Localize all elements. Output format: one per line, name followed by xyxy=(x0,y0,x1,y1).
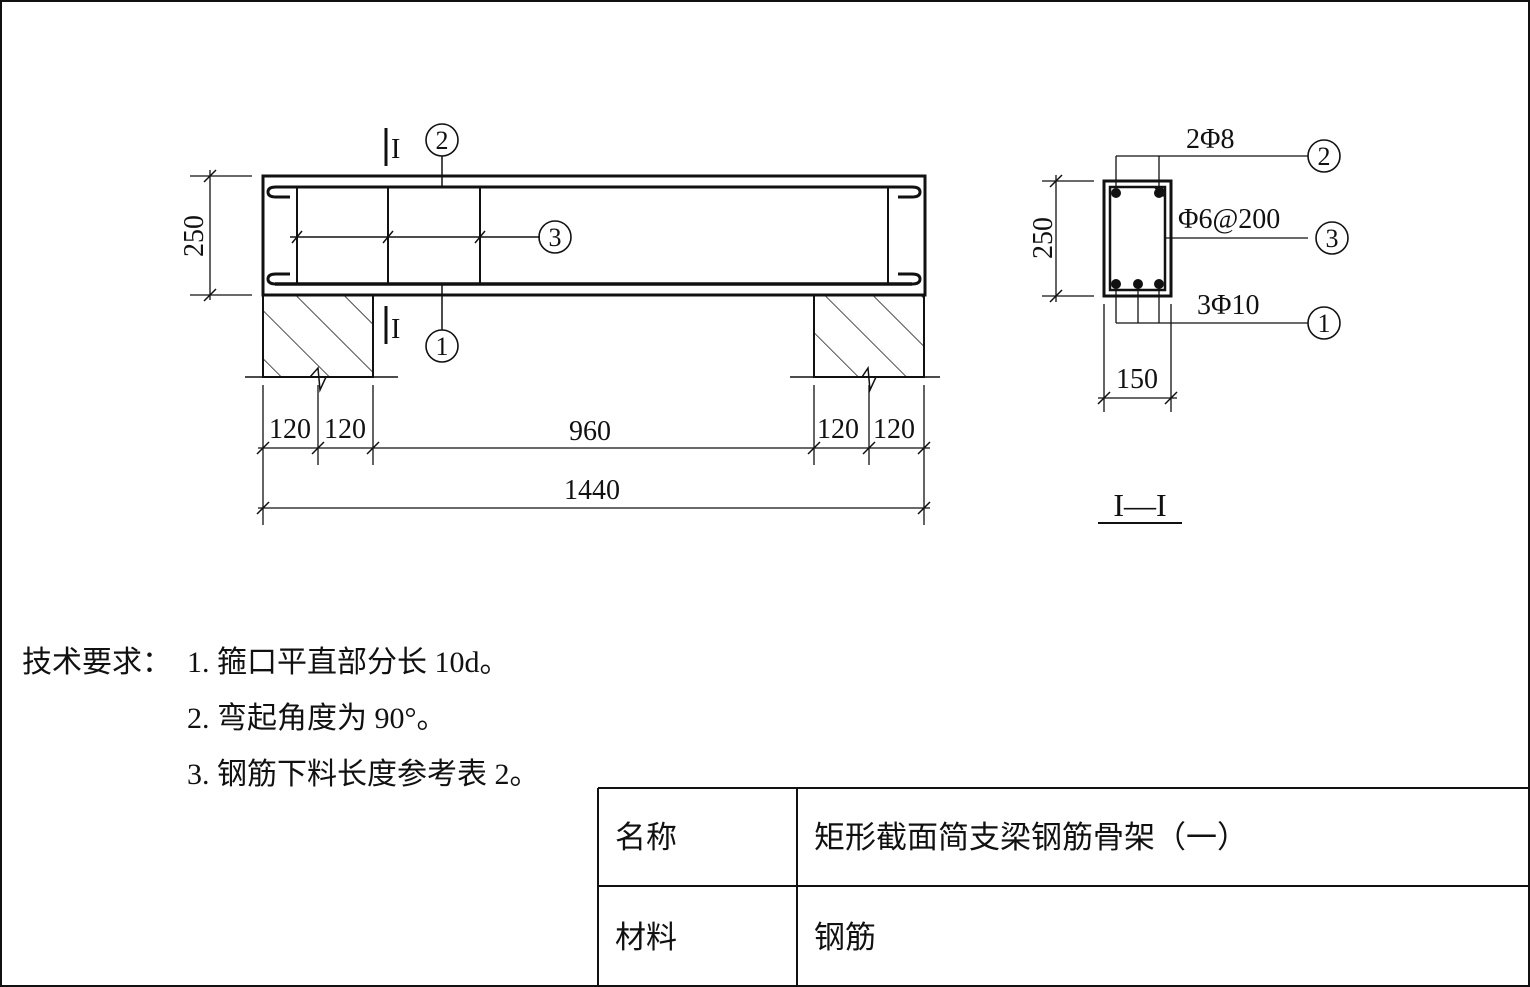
section-title: I—I xyxy=(1113,487,1166,523)
section-width-label: 150 xyxy=(1116,364,1158,395)
stirrup-label: Φ6@200 xyxy=(1178,204,1280,235)
name-label: 名称 xyxy=(615,820,677,855)
dim-label-120: 120 xyxy=(817,414,859,445)
name-value: 矩形截面简支梁钢筋骨架（一） xyxy=(814,820,1248,855)
left-break-line xyxy=(245,366,398,393)
technical-requirements: 技术要求： 1. 箍口平直部分长 10d。 2. 弯起角度为 90°。 3. 钢… xyxy=(22,646,540,791)
beam-elevation: I I 2 3 1 250 120 120 960 xyxy=(179,123,940,525)
right-support xyxy=(813,294,925,378)
left-support xyxy=(262,294,374,378)
right-break-line xyxy=(790,365,940,393)
requirement-item: 2. 弯起角度为 90°。 xyxy=(187,702,447,735)
material-label: 材料 xyxy=(615,920,677,955)
section-cut-label-bottom: I xyxy=(391,314,400,345)
bottom-rebar-hook-left xyxy=(266,272,290,286)
requirement-item: 3. 钢筋下料长度参考表 2。 xyxy=(187,758,540,791)
bottom-rebar-hook-right xyxy=(898,272,922,286)
section-outline xyxy=(1102,179,1173,298)
section-cut-label-top: I xyxy=(391,134,400,165)
dim-label-120: 120 xyxy=(324,414,366,445)
section-height-label: 250 xyxy=(1028,217,1059,259)
callout-number: 1 xyxy=(436,332,449,361)
callout-number: 2 xyxy=(436,126,449,155)
dim-label-120: 120 xyxy=(269,414,311,445)
callout-circle xyxy=(538,220,572,254)
dim-label-120: 120 xyxy=(873,414,915,445)
callout-number: 3 xyxy=(549,223,562,252)
section-stirrup xyxy=(1108,185,1167,292)
requirement-item: 1. 箍口平直部分长 10d。 xyxy=(187,646,510,679)
top-rebar-hook-right xyxy=(898,185,922,199)
callout-number: 1 xyxy=(1318,309,1331,338)
title-block: 名称 矩形截面简支梁钢筋骨架（一） 材料 钢筋 xyxy=(597,787,1530,987)
top-bars-label: 2Φ8 xyxy=(1186,124,1234,155)
material-value: 钢筋 xyxy=(814,920,876,955)
callout-circle xyxy=(1315,221,1349,255)
dim-label-1440: 1440 xyxy=(564,475,620,506)
callout-circle xyxy=(1307,139,1341,173)
callout-circle xyxy=(1307,306,1341,340)
requirements-heading: 技术要求： xyxy=(22,646,172,679)
height-dim-label: 250 xyxy=(179,215,210,257)
top-rebar-hook-left xyxy=(266,185,290,199)
callout-number: 3 xyxy=(1326,224,1339,253)
dim-label-960: 960 xyxy=(569,416,611,447)
bottom-bars-label: 3Φ10 xyxy=(1197,290,1259,321)
callout-number: 2 xyxy=(1318,142,1331,171)
cross-section: 2Φ8 2 Φ6@200 3 3Φ10 1 250 150 I—I xyxy=(1028,124,1349,524)
beam-outline xyxy=(261,174,927,297)
